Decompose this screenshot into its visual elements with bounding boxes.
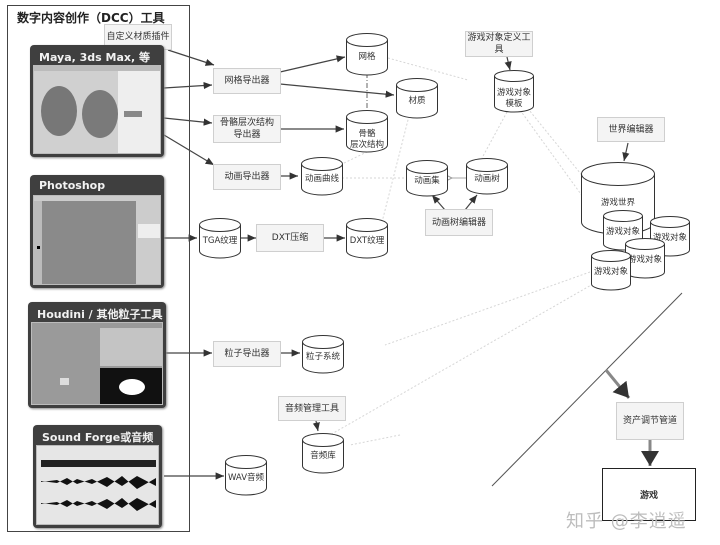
arrow-mesh-exporter-to-material [279, 83, 395, 98]
cylinder-shape [346, 33, 388, 76]
arrow-plugin-to-mesh-exporter [167, 49, 215, 66]
game-object: 游戏对象 [591, 250, 631, 291]
cylinder-label: 游戏对象 [652, 233, 687, 243]
maya-screenshot [33, 65, 161, 154]
tool-panel-photoshop: Photoshop [30, 175, 164, 288]
arrow-editor-to-anim-set [431, 194, 446, 211]
audio-bank-asset: 音频库 [302, 433, 344, 474]
cylinder-shape [494, 70, 534, 113]
cylinder-label: 游戏世界 [600, 198, 635, 208]
anim-curve-asset: 动画曲线 [301, 157, 343, 196]
dcc-tools-frame [7, 5, 190, 532]
cylinder-label: WAV音频 [227, 472, 265, 483]
game-object-template: 游戏对象 模板 [494, 70, 534, 113]
audio-manager-tool: 音频管理工具 [278, 396, 346, 421]
arrow-editor-to-anim-tree [464, 194, 478, 211]
cylinder-label: 动画集 [414, 175, 440, 186]
cylinder-label: 粒子系统 [305, 351, 340, 362]
cylinder-shape [199, 218, 241, 259]
anim-tree-asset: 动画树 [466, 158, 508, 195]
dcc-title: 数字内容创作（DCC）工具 [17, 11, 165, 25]
arrow-divider-to-pipeline [604, 369, 631, 399]
sound-forge-screenshot [36, 445, 159, 525]
game-object-definition-tool: 游戏对象定义工具 [465, 31, 533, 57]
cylinder-shape [301, 157, 343, 196]
game-box: 游戏 [602, 468, 696, 521]
arrow-maya-to-skeleton-exporter [163, 117, 213, 126]
cylinder-shape [406, 160, 448, 197]
particle-system-asset: 粒子系统 [302, 335, 344, 374]
dxt-texture-asset: DXT纹理 [346, 218, 388, 259]
world-editor: 世界编辑器 [597, 117, 665, 142]
cylinder-label: 动画树 [474, 173, 500, 184]
arrow-godef-to-template [504, 56, 512, 71]
cylinder-label: 音频库 [310, 450, 336, 461]
cylinder-label: 游戏对象 [593, 267, 628, 277]
houdini-screenshot [31, 322, 163, 405]
tga-texture-asset: TGA纹理 [199, 218, 241, 259]
cylinder-shape [302, 433, 344, 474]
game-object: 游戏对象 [625, 238, 665, 279]
cylinder-label: DXT纹理 [349, 235, 385, 246]
cylinder-label: 动画曲线 [304, 173, 339, 184]
cylinder-shape [591, 250, 631, 291]
tool-panel-houdini: Houdini / 其他粒子工具 [28, 302, 166, 408]
tool-title-photoshop: Photoshop [39, 179, 106, 192]
mesh-exporter: 网格导出器 [213, 68, 281, 94]
watermark: 知乎 @李逍遥 [566, 511, 687, 532]
animation-exporter: 动画导出器 [213, 164, 281, 190]
cylinder-shape [346, 110, 388, 153]
photoshop-screenshot [33, 195, 161, 285]
anim-tree-editor: 动画树编辑器 [425, 209, 493, 236]
cylinder-shape [625, 238, 665, 279]
divider-line [491, 292, 683, 487]
cylinder-label: 网格 [358, 51, 376, 62]
cylinder-label: 游戏对象 [605, 227, 640, 237]
particle-exporter: 粒子导出器 [213, 341, 281, 367]
cylinder-label: TGA纹理 [202, 235, 238, 246]
cylinder-label: 材质 [408, 95, 426, 106]
cylinder-shape [302, 335, 344, 374]
anim-set-asset: 动画集 [406, 160, 448, 197]
tool-panel-maya: Maya, 3ds Max, 等 [30, 45, 164, 157]
tool-panel-sound-forge: Sound Forge或音频工具 [33, 425, 162, 528]
arrow-maya-to-mesh-exporter [163, 81, 213, 90]
mesh-asset: 网格 [346, 33, 388, 76]
cylinder-shape [466, 158, 508, 195]
arrow-mesh-exporter-to-mesh [279, 55, 346, 73]
arrow-audio-manager-to-bank [312, 420, 320, 432]
cylinder-shape [346, 218, 388, 259]
dxt-compressor: DXT压缩 [256, 224, 324, 252]
cylinder-shape [225, 455, 267, 496]
skeleton-asset: 骨骼 层次结构 [346, 110, 388, 153]
cylinder-shape [396, 78, 438, 119]
skeleton-exporter: 骨骼层次结构 导出器 [213, 115, 281, 143]
cylinder-label: 游戏对象 模板 [496, 88, 531, 109]
cylinder-label: 游戏对象 [627, 255, 662, 265]
material-asset: 材质 [396, 78, 438, 119]
arrow-world-editor-to-world [622, 142, 630, 162]
asset-conditioning-pipeline: 资产调节管道 [616, 402, 684, 440]
tool-title-houdini: Houdini / 其他粒子工具 [37, 308, 163, 321]
tool-title-maya: Maya, 3ds Max, 等 [39, 51, 151, 64]
cylinder-label: 骨骼 层次结构 [349, 128, 384, 150]
wav-audio-asset: WAV音频 [225, 455, 267, 496]
